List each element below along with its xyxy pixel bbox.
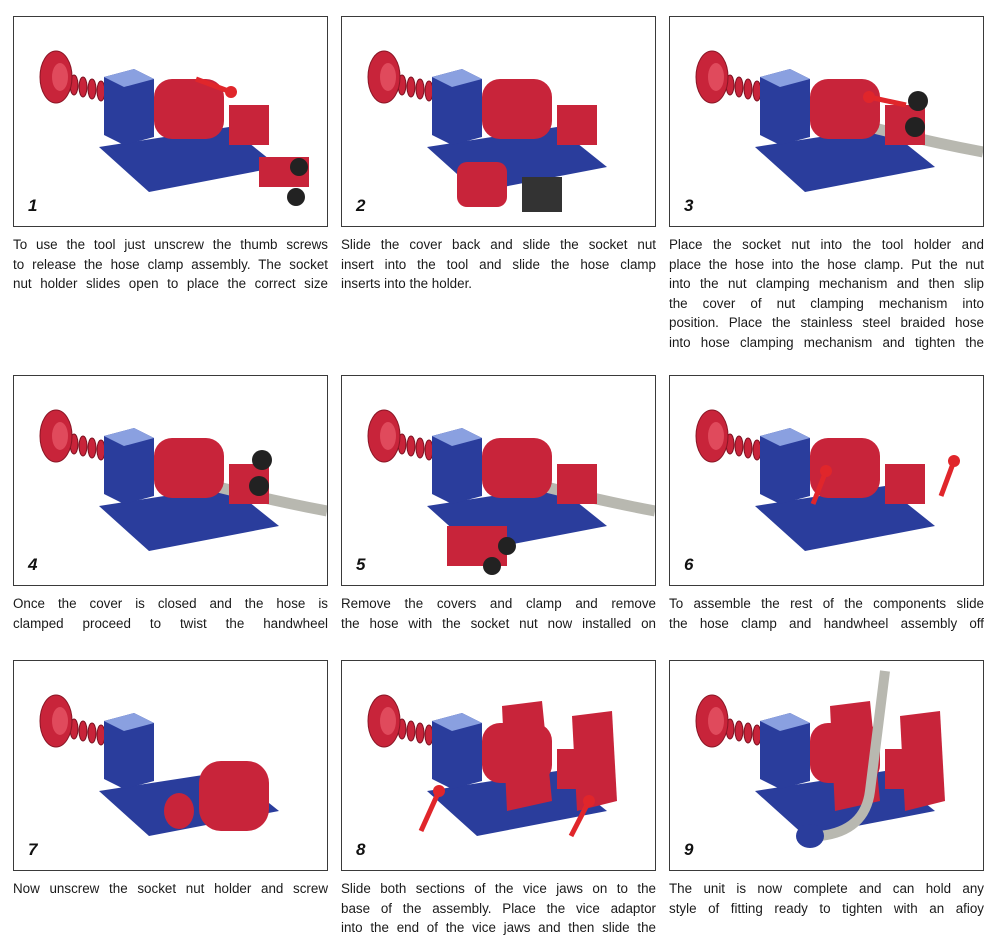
direction-arrow bbox=[418, 789, 442, 833]
tool-illustration bbox=[695, 50, 983, 192]
clamp-body bbox=[154, 438, 224, 498]
blue-block bbox=[104, 428, 154, 504]
step-number: 7 bbox=[28, 840, 38, 859]
nut-holder bbox=[557, 464, 597, 504]
step-description: Slide the cover back and slide the socke… bbox=[341, 235, 656, 294]
step-image: 9 bbox=[669, 660, 984, 871]
step-image: 6 bbox=[669, 375, 984, 586]
step-description: Once the cover is closed and the hose is… bbox=[13, 594, 328, 633]
step-image: 8 bbox=[341, 660, 656, 871]
blue-block bbox=[432, 713, 482, 789]
step-description: To assemble the rest of the components s… bbox=[669, 594, 984, 633]
braided-hose bbox=[868, 121, 983, 158]
nut-holder bbox=[885, 464, 925, 504]
step-description: To use the tool just unscrew the thumb s… bbox=[13, 235, 328, 294]
tool-illustration bbox=[367, 694, 617, 838]
clamp-body bbox=[482, 438, 552, 498]
tool-illustration bbox=[39, 50, 309, 206]
step-image: 5 bbox=[341, 375, 656, 586]
step-number: 6 bbox=[684, 555, 694, 574]
description-line: into the end of the vice jaws and then s… bbox=[341, 920, 656, 935]
socket-nut-holder bbox=[164, 793, 194, 829]
description-line: into hose clamping mechanism and tighten… bbox=[669, 334, 984, 350]
step-panel-1: 1 To use the tool just unscrew the thumb … bbox=[13, 16, 328, 375]
step-number: 5 bbox=[356, 555, 366, 574]
clamp-body bbox=[810, 79, 880, 139]
step-number: 3 bbox=[684, 196, 694, 215]
step-description: Now unscrew the socket nut holder and sc… bbox=[13, 879, 328, 899]
description-line: place the hose into the hose clamp. Put … bbox=[669, 256, 984, 272]
blue-block bbox=[760, 428, 810, 504]
step-description: Remove the covers and clamp and remove th… bbox=[341, 594, 656, 633]
braided-hose bbox=[212, 480, 327, 517]
clamp-body bbox=[482, 79, 552, 139]
direction-arrow bbox=[568, 799, 592, 838]
description-line: clamped proceed to twist the handwheel bbox=[13, 615, 328, 631]
description-line: inserts into the holder. bbox=[341, 276, 473, 291]
description-line: into the nut clamping mechanism and then… bbox=[669, 276, 984, 291]
step-description: Place the socket nut into the tool holde… bbox=[669, 235, 984, 352]
description-line: position. Place the stainless steel brai… bbox=[669, 315, 984, 330]
description-line: To use the tool just unscrew the thumb s… bbox=[13, 237, 328, 252]
step-number: 8 bbox=[356, 840, 366, 859]
tool-illustration bbox=[39, 694, 279, 836]
description-line: the cover of nut clamping mechanism into bbox=[669, 295, 984, 311]
direction-arrow bbox=[938, 460, 957, 497]
tool-illustration bbox=[39, 409, 327, 551]
clamp-body bbox=[199, 761, 269, 831]
description-line: the hose with the socket nut now install… bbox=[341, 615, 656, 631]
description-line: Once the cover is closed and the hose is bbox=[13, 596, 328, 611]
braided-hose bbox=[540, 480, 655, 517]
step-image: 1 bbox=[13, 16, 328, 227]
step-number: 1 bbox=[28, 196, 38, 215]
description-line: The unit is now complete and can hold an… bbox=[669, 881, 984, 896]
tool-illustration bbox=[695, 409, 960, 551]
direction-arrow bbox=[195, 76, 232, 95]
description-line: to release the hose clamp assembly. The … bbox=[13, 256, 328, 272]
description-line: insert into the tool and slide the hose … bbox=[341, 256, 656, 272]
description-line: To assemble the rest of the components s… bbox=[669, 596, 984, 611]
nut-holder bbox=[229, 105, 269, 145]
step-number: 4 bbox=[28, 555, 38, 574]
step-description: Slide both sections of the vice jaws on … bbox=[341, 879, 656, 938]
blue-block bbox=[432, 428, 482, 504]
description-line: nut holder slides open to place the corr… bbox=[13, 276, 328, 291]
step-panel-6: 6 To assemble the rest of the components … bbox=[669, 375, 984, 660]
clamp-body bbox=[810, 438, 880, 498]
description-line: Now unscrew the socket nut holder and sc… bbox=[13, 881, 328, 896]
tool-illustration bbox=[367, 409, 655, 575]
direction-arrow bbox=[868, 94, 907, 108]
step-image: 2 bbox=[341, 16, 656, 227]
description-line: the hose clamp and handwheel assembly of… bbox=[669, 615, 984, 631]
blue-block bbox=[760, 713, 810, 789]
blue-block bbox=[432, 69, 482, 145]
clamp-body bbox=[154, 79, 224, 139]
step-image: 4 bbox=[13, 375, 328, 586]
description-line: Place the socket nut into the tool holde… bbox=[669, 237, 984, 252]
blue-block bbox=[760, 69, 810, 145]
step-number: 9 bbox=[684, 840, 694, 859]
step-description: The unit is now complete and can hold an… bbox=[669, 879, 984, 918]
tool-illustration bbox=[367, 50, 607, 212]
blue-block bbox=[104, 69, 154, 145]
blue-block bbox=[104, 713, 154, 789]
description-line: Slide the cover back and slide the socke… bbox=[341, 237, 656, 252]
step-number: 2 bbox=[356, 196, 366, 215]
description-line: base of the assembly. Place the vice ada… bbox=[341, 900, 656, 916]
description-line: Slide both sections of the vice jaws on … bbox=[341, 881, 656, 896]
step-image: 3 bbox=[669, 16, 984, 227]
nut-holder bbox=[557, 105, 597, 145]
step-image: 7 bbox=[13, 660, 328, 871]
description-line: Remove the covers and clamp and remove bbox=[341, 596, 656, 611]
description-line: style of fitting ready to tighten with a… bbox=[669, 900, 984, 916]
tool-illustration bbox=[695, 670, 945, 848]
